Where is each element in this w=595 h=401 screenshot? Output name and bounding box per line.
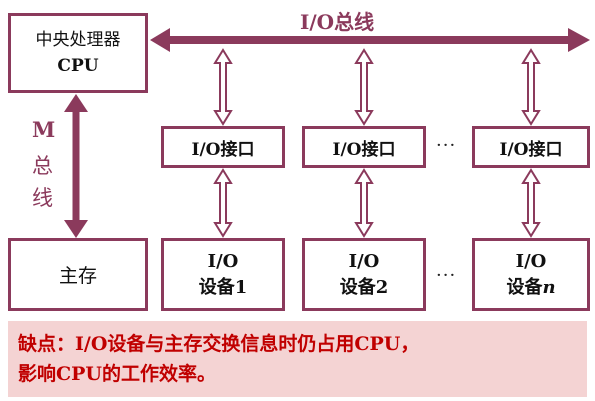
memory-bus-label-zong: 总	[32, 154, 53, 178]
ellipsis-interfaces: ···	[436, 135, 457, 156]
drawback-note-line-2: 影响CPU的工作效率。	[18, 363, 216, 385]
io-device-name: 设备n	[506, 276, 556, 298]
cpu-label: 中央处理器	[35, 30, 121, 50]
io-interface-2: I/O接口	[302, 126, 426, 168]
bus-to-interface-arrow-2	[354, 48, 374, 126]
connector-arrows	[213, 48, 541, 238]
interface-to-device-arrow-3	[521, 168, 541, 238]
io-device-2: I/O 设备2	[302, 238, 426, 311]
io-interface-label: I/O接口	[499, 139, 563, 160]
drawback-note-line-1: 缺点：I/O设备与主存交换信息时仍占用CPU，	[18, 333, 420, 355]
io-interface-label: I/O接口	[191, 139, 255, 160]
cpu-box: 中央处理器 CPU	[8, 13, 148, 93]
drawback-note: 缺点：I/O设备与主存交换信息时仍占用CPU， 影响CPU的工作效率。	[8, 321, 587, 397]
memory-bus-label-m: M	[32, 117, 56, 142]
io-interface-label: I/O接口	[332, 139, 396, 160]
io-interface-n: I/O接口	[472, 126, 590, 168]
bus-to-interface-arrow-1	[213, 48, 233, 126]
io-device-title: I/O	[348, 250, 380, 272]
memory-bus-label-xian: 线	[32, 186, 53, 210]
cpu-abbrev: CPU	[57, 56, 99, 76]
io-device-number: n	[542, 276, 556, 298]
io-device-title: I/O	[207, 250, 239, 272]
io-device-n: I/O 设备n	[472, 238, 590, 311]
memory-bus-arrow	[64, 94, 88, 238]
io-device-1: I/O 设备1	[161, 238, 285, 311]
ellipsis-devices: ···	[436, 265, 457, 286]
memory-box: 主存	[8, 238, 148, 311]
interface-to-device-arrow-2	[354, 168, 374, 238]
io-bus-arrow	[150, 28, 590, 52]
bus-to-interface-arrow-3	[521, 48, 541, 126]
interface-to-device-arrow-1	[213, 168, 233, 238]
io-interface-1: I/O接口	[161, 126, 285, 168]
io-device-title: I/O	[515, 250, 547, 272]
io-device-name: 设备1	[198, 276, 248, 298]
io-device-name: 设备2	[339, 276, 389, 298]
memory-label: 主存	[58, 265, 97, 287]
io-device-number: 2	[375, 276, 389, 298]
io-device-number: 1	[234, 276, 248, 298]
io-bus-label: I/O总线	[300, 10, 375, 34]
